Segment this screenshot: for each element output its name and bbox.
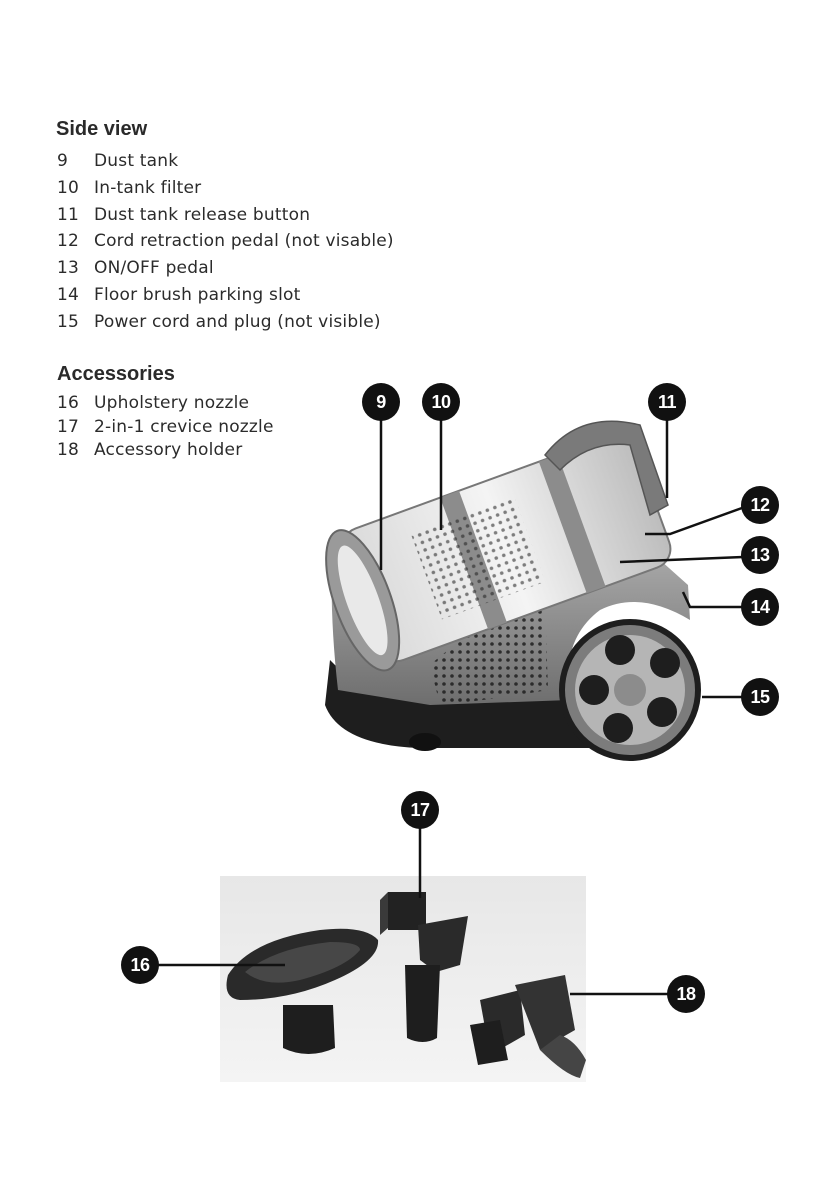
callout-11: 11 [648, 383, 686, 421]
callout-12: 12 [741, 486, 779, 524]
callout-9: 9 [362, 383, 400, 421]
leader-line-14 [683, 592, 742, 607]
callout-16: 16 [121, 946, 159, 984]
callout-13-label: 13 [750, 545, 770, 565]
callout-17: 17 [401, 791, 439, 829]
callout-18-label: 18 [676, 984, 696, 1004]
callout-17-label: 17 [410, 800, 430, 820]
callout-11-label: 11 [658, 392, 677, 412]
callout-12-label: 12 [750, 495, 770, 515]
callout-15-label: 15 [750, 687, 770, 707]
callout-10: 10 [422, 383, 460, 421]
accessories-photo [220, 876, 586, 1082]
callout-18: 18 [667, 975, 705, 1013]
callout-9-label: 9 [376, 392, 386, 412]
callout-14: 14 [741, 588, 779, 626]
callout-16-label: 16 [130, 955, 150, 975]
callout-10-label: 10 [431, 392, 451, 412]
vacuum-cleaner-illustration [311, 421, 698, 758]
callout-15: 15 [741, 678, 779, 716]
callout-13: 13 [741, 536, 779, 574]
callout-14-label: 14 [750, 597, 770, 617]
